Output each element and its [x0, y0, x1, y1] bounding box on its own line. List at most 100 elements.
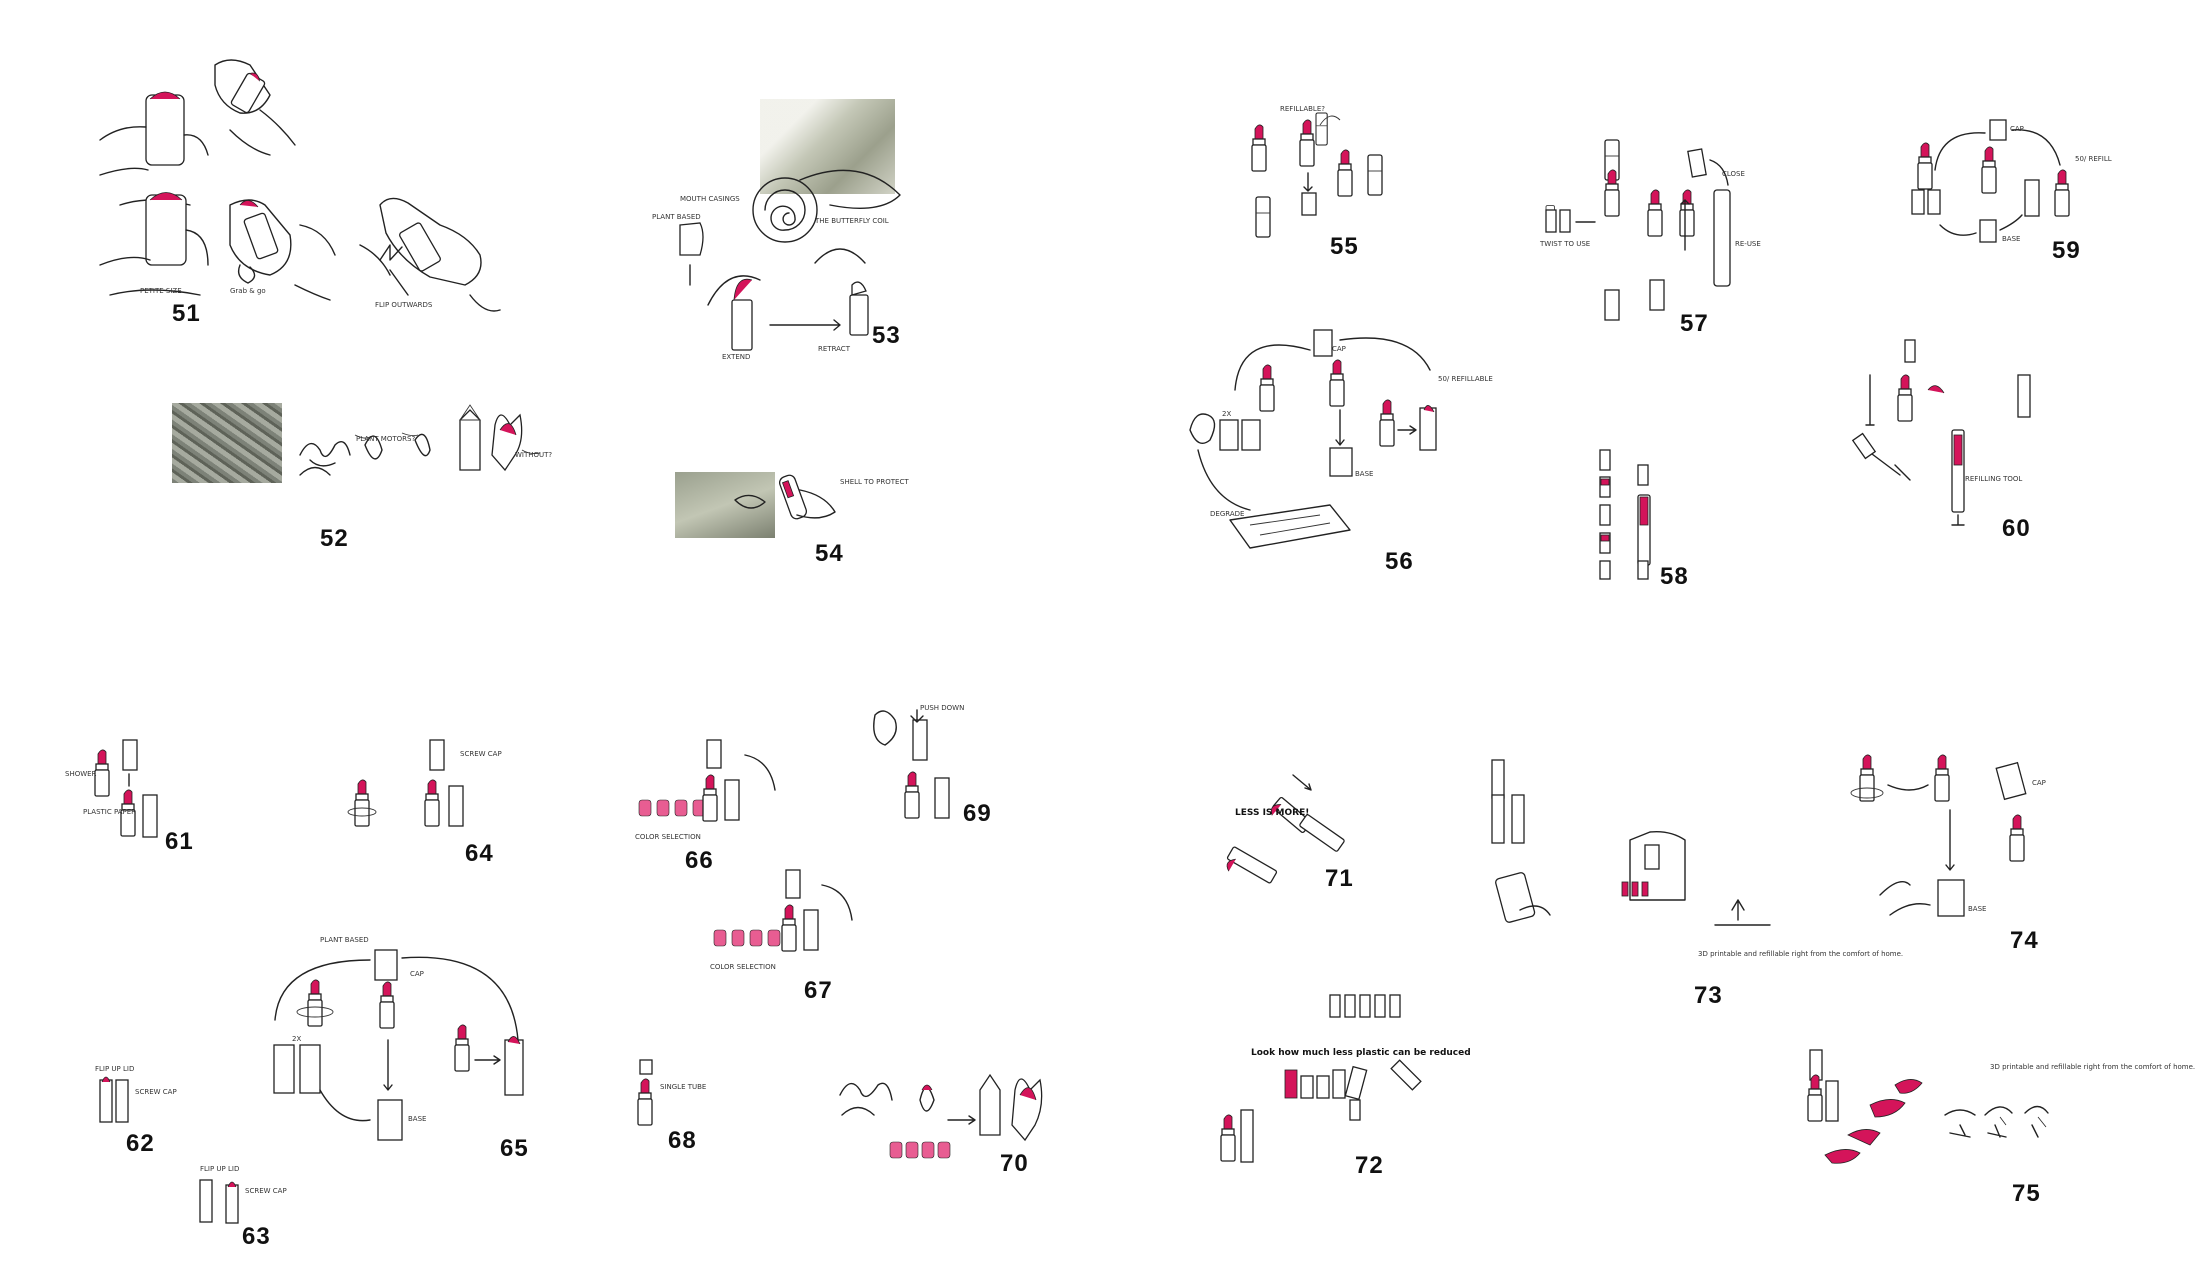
sketch-number: 65 — [500, 1135, 529, 1162]
sketch-number: 58 — [1660, 563, 1689, 590]
sketch-number: 74 — [2010, 927, 2039, 954]
sketch-65[interactable]: PLANT BASED CAP 2X BASE 65 — [260, 930, 570, 1170]
plant-motor-sketches — [299, 404, 541, 476]
sketch-71[interactable]: LESS IS MORE! 71 — [1185, 770, 1385, 900]
color-selection-sketch — [638, 739, 776, 822]
note-base: BASE — [1968, 905, 1987, 913]
note-refill: 50/ REFILL — [2075, 155, 2112, 163]
refill-loop-sketch — [1911, 119, 2070, 243]
less-is-more-sketch — [1226, 774, 1345, 884]
note-screw-cap: SCREW CAP — [135, 1088, 177, 1096]
sketch-52[interactable]: PLANT MOTORS? WITHOUT? 52 — [120, 395, 552, 565]
note-extend: EXTEND — [722, 353, 751, 361]
note-petite-size: PETITE SIZE — [140, 287, 182, 295]
note-base: BASE — [1355, 470, 1374, 478]
butterfly-coil-sketch — [679, 169, 901, 351]
note-push-down: PUSH DOWN — [920, 704, 965, 712]
sketch-number: 60 — [2002, 515, 2031, 542]
sketch-number: 69 — [963, 800, 992, 827]
sketch-66[interactable]: COLOR SELECTION 66 — [635, 735, 805, 875]
sketch-56[interactable]: CAP 2X BASE 50/ REFILLABLE DEGRADE 56 — [1180, 320, 1493, 590]
twist-to-use-sketch — [1545, 139, 1731, 321]
sketch-number: 62 — [126, 1130, 155, 1157]
note-re-use: RE-USE — [1735, 240, 1761, 248]
color-selection-sketch — [713, 869, 853, 952]
sketch-55[interactable]: REFILLABLE? 55 — [1220, 105, 1440, 265]
note-butterfly-coil: THE BUTTERFLY COIL — [815, 217, 889, 225]
note-refillable: REFILLABLE? — [1280, 105, 1325, 113]
flip-lid-small-sketch — [199, 1179, 239, 1224]
sketch-number: 73 — [1694, 982, 1723, 1009]
flip-lid-sketch — [99, 1076, 129, 1123]
note-degrade: DEGRADE — [1210, 510, 1245, 518]
note-screw-cap: SCREW CAP — [245, 1187, 287, 1195]
sketch-69[interactable]: PUSH DOWN 69 — [855, 700, 1005, 840]
screw-cap-sketch — [347, 739, 464, 827]
sketch-54[interactable]: SHELL TO PROTECT 54 — [675, 460, 915, 570]
sketch-number: 66 — [685, 847, 714, 874]
note-plant-based: PLANT BASED — [320, 936, 369, 944]
sketch-number: 51 — [172, 300, 201, 327]
3d-printing-sketch — [1491, 759, 1771, 926]
note-3d-printable: 3D printable and refillable right from t… — [1698, 950, 1904, 958]
shower-lipstick-sketch — [94, 739, 158, 838]
note-twist-to-use: TWIST TO USE — [1540, 240, 1591, 248]
sketch-74[interactable]: CAP BASE 74 — [1840, 754, 2080, 965]
sketch-number: 61 — [165, 828, 194, 855]
sketch-number: 70 — [1000, 1150, 1029, 1177]
sketch-number: 52 — [320, 525, 349, 552]
note-retract: RETRACT — [818, 345, 850, 353]
note-base: BASE — [2002, 235, 2021, 243]
sketch-73[interactable]: 3D printable and refillable right from t… — [1480, 750, 1903, 1020]
single-tube-sketch — [637, 1059, 653, 1126]
note-plant-motors: PLANT MOTORS? — [356, 435, 416, 443]
sketch-61[interactable]: SHOWER PLASTIC PAPER 61 — [65, 739, 235, 860]
note-base: BASE — [408, 1115, 427, 1123]
sketch-75[interactable]: 3D printable and refillable right from t… — [1800, 1045, 2195, 1215]
note-shower: SHOWER — [65, 770, 97, 778]
plant-photo — [172, 403, 282, 483]
plant-based-cycle-sketch — [273, 949, 524, 1141]
sketch-number: 67 — [804, 977, 833, 1004]
note-plastic-reduced: Look how much less plastic can be reduce… — [1251, 1048, 1471, 1058]
plastic-reduction-sketch — [1220, 994, 1422, 1163]
note-single-tube: SINGLE TUBE — [660, 1083, 707, 1091]
sketch-62[interactable]: FLIP UP LID SCREW CAP 62 — [90, 1060, 200, 1160]
sketch-64[interactable]: SCREW CAP 64 — [345, 739, 515, 870]
sketch-number: 54 — [815, 540, 844, 567]
sketch-58[interactable]: 58 — [1590, 445, 1730, 595]
sketch-72[interactable]: Look how much less plastic can be reduce… — [1215, 990, 1471, 1190]
note-refillable: 50/ REFILLABLE — [1438, 375, 1493, 383]
sketch-63[interactable]: FLIP UP LID SCREW CAP 63 — [190, 1165, 300, 1260]
sketch-number: 72 — [1355, 1152, 1384, 1179]
note-refilling-tool: REFILLING TOOL — [1965, 475, 2023, 483]
sketch-70[interactable]: 70 — [830, 1060, 1060, 1190]
note-screw-cap: SCREW CAP — [460, 750, 502, 758]
note-2x: 2X — [292, 1035, 302, 1043]
note-close: CLOSE — [1722, 170, 1745, 178]
sketch-number: 68 — [668, 1127, 697, 1154]
note-flip-outwards: FLIP OUTWARDS — [375, 301, 433, 309]
sketch-number: 57 — [1680, 310, 1709, 337]
sketch-68[interactable]: SINGLE TUBE 68 — [600, 1055, 730, 1165]
sketch-number: 64 — [465, 840, 494, 867]
sketch-51[interactable]: PETITE SIZE Grab & go FLIP OUTWARDS 51 — [90, 55, 510, 335]
refillable-lipstick-sketch — [1251, 112, 1383, 238]
cap-base-cycle-sketch — [1850, 754, 2027, 917]
note-less-is-more: LESS IS MORE! — [1235, 808, 1310, 818]
note-mouth-casings: MOUTH CASINGS — [680, 195, 740, 203]
sketch-57[interactable]: TWIST TO USE CLOSE RE-USE 57 — [1540, 130, 1780, 350]
refilling-tool-sketch — [1851, 339, 2031, 526]
modular-stack-sketch — [1599, 449, 1651, 580]
sketch-67[interactable]: COLOR SELECTION 67 — [710, 865, 880, 1005]
note-cap: CAP — [410, 970, 424, 978]
note-color-selection: COLOR SELECTION — [710, 963, 776, 971]
sketch-53[interactable]: MOUTH CASINGS THE BUTTERFLY COIL PLANT B… — [640, 95, 940, 375]
note-cap: CAP — [2032, 779, 2046, 787]
sketch-60[interactable]: REFILLING TOOL 60 — [1840, 335, 2040, 545]
sketch-59[interactable]: CAP BASE 50/ REFILL 59 — [1900, 115, 2112, 265]
insect-photo — [675, 472, 775, 538]
push-down-sketch — [873, 709, 950, 819]
plant-pod-sketch — [839, 1073, 1043, 1159]
